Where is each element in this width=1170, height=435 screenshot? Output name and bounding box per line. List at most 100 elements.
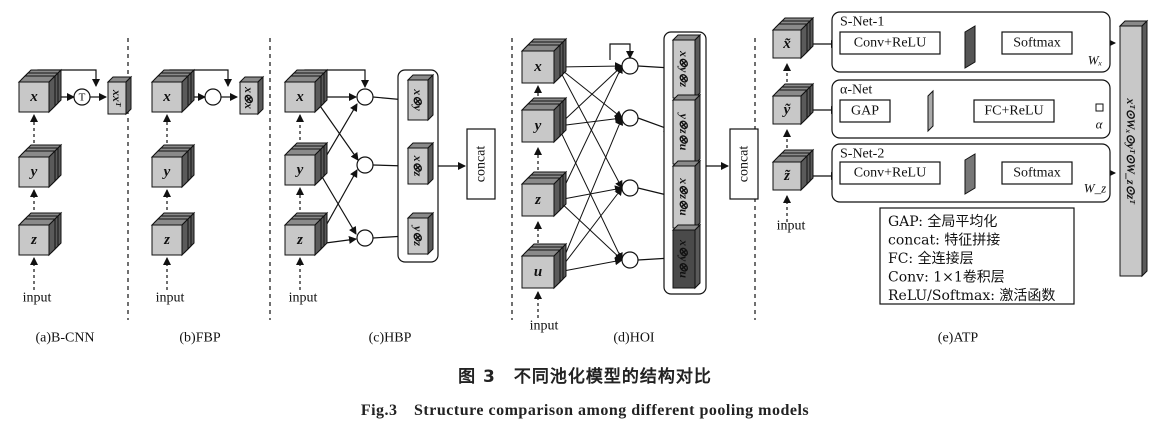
hbp-output-0-side <box>427 73 434 122</box>
legend-item: ReLU/Softmax: 激活函数 <box>888 287 1055 304</box>
cube-u-side <box>553 248 561 290</box>
feature-map-slab <box>964 153 976 195</box>
cube-x-side <box>48 74 56 114</box>
cube-z-tilde-face <box>772 161 802 191</box>
cube-y-label: y <box>295 162 304 178</box>
snet2-title: S-Net-2 <box>840 147 884 162</box>
otimes-operator <box>356 229 374 247</box>
hoi-output-0-side <box>694 33 701 100</box>
cube-x-label: x <box>295 89 304 105</box>
cube-z-label: z <box>534 192 541 208</box>
cube-y-face <box>284 154 316 186</box>
cube-y-side <box>314 147 322 187</box>
connection-arrow <box>557 114 623 127</box>
legend-item: FC: 全连接层 <box>888 250 974 267</box>
cube-x-label: x <box>29 89 38 105</box>
hbp-output-2 <box>407 217 429 255</box>
hoi-output-2-side <box>694 159 701 230</box>
conv-relu-box <box>839 31 941 55</box>
connection-arrow <box>557 125 623 261</box>
conv-relu-box <box>839 161 941 185</box>
cube-z-label: z <box>296 232 303 248</box>
cube-z-side <box>181 217 189 257</box>
cube-y-tilde-side <box>800 88 808 126</box>
cube-x-face <box>151 81 183 113</box>
panel-e-label: (e)ATP <box>938 331 979 346</box>
alpha-label: α <box>1096 117 1104 132</box>
cube-z-face <box>284 224 316 256</box>
connection-arrow <box>557 65 623 201</box>
legend-box <box>879 207 1075 305</box>
input-label: input <box>530 319 559 334</box>
fbp-output-label: x⊗x <box>242 86 256 109</box>
cube-x-side <box>181 74 189 114</box>
atp-output-label: xᵀ⊙Wₓ⊙yᵀ⊙W_z⊙zᵀ <box>1124 97 1138 204</box>
cube-y-label: y <box>29 164 38 180</box>
caption-english: Fig.3 Structure comparison among differe… <box>360 402 810 419</box>
hbp-output-0 <box>407 79 429 121</box>
cube-x-label: x <box>162 89 171 105</box>
panel-c-label: (c)HBP <box>369 331 412 346</box>
atp-output-side <box>1141 19 1148 278</box>
concat-box <box>466 128 496 200</box>
atp-output <box>1119 25 1143 277</box>
arrow <box>317 169 357 235</box>
cube-z-side <box>553 176 561 218</box>
cube-x-face <box>521 50 555 84</box>
input-label: input <box>777 219 806 234</box>
connection-arrow <box>557 66 623 119</box>
hoi-output-3-side <box>694 223 701 290</box>
cube-y-face <box>521 109 555 143</box>
input-label: input <box>289 291 318 306</box>
wz-label: W_z <box>1084 181 1106 196</box>
cube-y-label: y <box>162 164 171 180</box>
cube-y-tilde-face <box>772 95 802 125</box>
cube-y-side <box>181 149 189 189</box>
gap-box <box>839 99 891 123</box>
connection-arrow <box>557 117 624 273</box>
bcnn-output <box>107 81 127 115</box>
softmax-box <box>1001 161 1073 185</box>
fc-relu-label: FC+ReLU <box>984 104 1043 119</box>
cube-z-face <box>151 224 183 256</box>
legend-item: Conv: 1×1卷积层 <box>888 270 1005 286</box>
hbp-output-1 <box>407 147 429 185</box>
cube-x-side <box>314 74 322 114</box>
hoi-output-1-side <box>694 93 701 166</box>
cube-x-face <box>284 81 316 113</box>
hoi-output-3 <box>672 229 696 289</box>
alpha-cube <box>1095 103 1104 112</box>
otimes-operator <box>621 251 639 269</box>
cube-x-face <box>18 81 50 113</box>
panel-b-label: (b)FBP <box>179 331 220 346</box>
snet1-title: S-Net-1 <box>840 15 884 30</box>
arrow <box>317 102 359 161</box>
connection-arrow <box>557 62 623 71</box>
otimes-operator <box>621 109 639 127</box>
panel-a-label: (a)B-CNN <box>35 331 94 346</box>
cube-y-face <box>18 156 50 188</box>
skip-arrow <box>609 43 634 60</box>
vector-slab <box>927 89 934 133</box>
wx-label: Wₓ <box>1088 53 1103 68</box>
cube-z-face <box>18 224 50 256</box>
bcnn-output-label: xxᵀ <box>110 89 124 107</box>
legend-item: GAP: 全局平均化 <box>888 213 997 230</box>
cube-x-tilde-side <box>800 22 808 60</box>
transpose-operator <box>73 88 91 106</box>
cube-z-tilde-side <box>800 154 808 192</box>
softmax-box <box>1001 31 1073 55</box>
alphanet-title: α-Net <box>840 83 872 98</box>
caption-chinese: 图 3 不同池化模型的结构对比 <box>458 367 712 387</box>
connection-arrow <box>557 257 623 273</box>
concat-label: concat <box>737 146 752 183</box>
cube-y-side <box>48 149 56 189</box>
hbp-output-2-label: y⊗z <box>411 224 425 246</box>
hbp-output-0-label: x⊗y <box>411 88 425 111</box>
operator-symbol: T <box>79 92 86 104</box>
otimes-operator <box>621 179 639 197</box>
cube-z-face <box>521 183 555 217</box>
hbp-output-2-side <box>427 211 434 256</box>
conv-relu-label: Conv+ReLU <box>854 36 926 51</box>
